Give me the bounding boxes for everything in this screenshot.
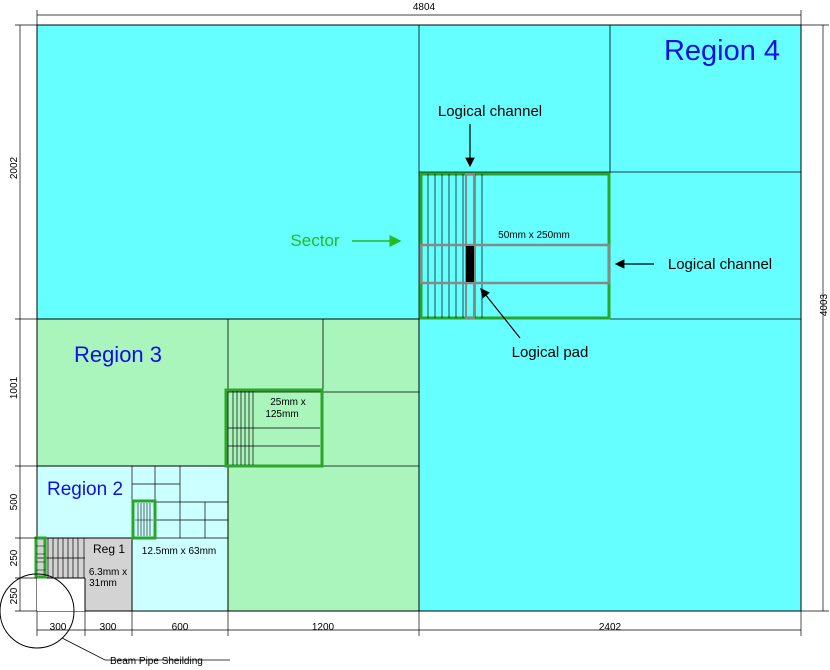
dim-region3-height: 1001 xyxy=(9,376,20,399)
dim-width-2402: 2402 xyxy=(599,622,622,633)
beampipe-notch xyxy=(37,578,85,611)
logical-pad-cell xyxy=(466,246,474,282)
logical-pad-label: Logical pad xyxy=(512,344,589,361)
logical-pad-arrow xyxy=(480,288,521,339)
dimension-lines xyxy=(15,10,829,636)
pad-size-r3-line1: 25mm x xyxy=(270,397,306,408)
region4-sector xyxy=(419,172,611,320)
region4-label: Region 4 xyxy=(664,35,780,67)
region2-sector xyxy=(131,499,157,540)
sector-label: Sector xyxy=(290,231,339,250)
dim-width-300b: 300 xyxy=(100,622,117,633)
dim-width-300a: 300 xyxy=(50,622,67,633)
pad-size-r1-line2: 31mm xyxy=(89,578,117,589)
region3-sector xyxy=(224,388,324,468)
logical-channel-right-label: Logical channel xyxy=(668,256,772,273)
dim-width-1200: 1200 xyxy=(312,622,335,633)
beam-pipe-circle xyxy=(0,573,75,649)
logical-channel-top-label: Logical channel xyxy=(438,103,542,120)
dim-total-height: 4003 xyxy=(819,293,830,316)
region2-label: Region 2 xyxy=(47,479,123,500)
beam-pipe-leader xyxy=(61,637,230,661)
beam-pipe-label: Beam Pipe Sheilding xyxy=(110,656,203,667)
region1-sector xyxy=(34,536,47,579)
dim-region2-height: 500 xyxy=(9,493,20,510)
pad-size-r2: 12.5mm x 63mm xyxy=(142,546,216,557)
pad-size-r1-line1: 6.3mm x xyxy=(89,567,127,578)
dim-total-width: 4804 xyxy=(413,2,436,13)
dim-beampipe-height: 250 xyxy=(9,587,20,604)
dim-width-600: 600 xyxy=(172,622,189,633)
region1-label: Reg 1 xyxy=(93,542,125,556)
dim-region4-height: 2002 xyxy=(9,156,20,179)
dim-region1-height: 250 xyxy=(9,549,20,566)
pad-size-r4: 50mm x 250mm xyxy=(498,230,570,241)
region3-label: Region 3 xyxy=(74,342,162,367)
pad-size-r3-line2: 125mm xyxy=(265,409,298,420)
